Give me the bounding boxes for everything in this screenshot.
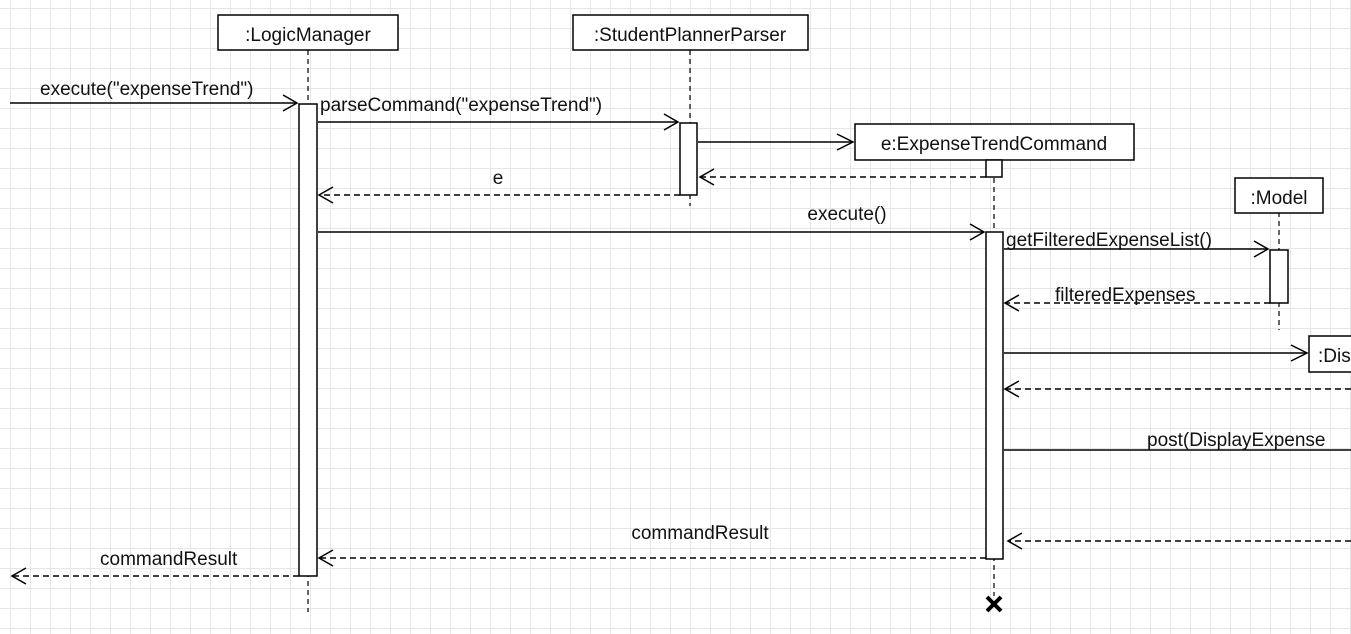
message-command-result-inner: commandResult	[317, 523, 986, 567]
message-return-e-label: e	[493, 168, 504, 189]
participant-logic-manager[interactable]: :LogicManager	[217, 14, 399, 51]
participant-model[interactable]: :Model	[1234, 177, 1324, 214]
message-create-command	[698, 133, 855, 151]
participant-display-event[interactable]: :Dis	[1308, 335, 1351, 373]
participant-model-label: :Model	[1250, 188, 1307, 209]
return-create-command	[698, 168, 986, 186]
message-post-label: post(DisplayExpense	[1147, 430, 1325, 451]
participant-logic-manager-label: :LogicManager	[245, 25, 371, 46]
participant-parser-label: :StudentPlannerParser	[594, 25, 787, 46]
message-execute: execute()	[318, 204, 986, 241]
return-post	[1006, 532, 1351, 550]
activation-logic-manager	[298, 103, 318, 577]
message-execute-trend: execute("expenseTrend")	[10, 79, 299, 112]
activation-model	[1269, 249, 1289, 304]
activation-command-execute	[985, 231, 1004, 560]
message-command-result-outer-label: commandResult	[100, 549, 238, 570]
message-command-result-outer: commandResult	[10, 549, 299, 585]
message-parse-command: parseCommand("expenseTrend")	[318, 95, 680, 131]
message-parse-command-label: parseCommand("expenseTrend")	[320, 95, 602, 116]
message-filtered-expenses: filteredExpenses	[1003, 285, 1270, 312]
message-get-filtered: getFilteredExpenseList()	[1004, 230, 1270, 258]
message-get-filtered-label: getFilteredExpenseList()	[1006, 230, 1212, 251]
message-execute-label: execute()	[807, 204, 886, 225]
participant-command-label: e:ExpenseTrendCommand	[881, 134, 1107, 155]
message-filtered-expenses-label: filteredExpenses	[1055, 285, 1195, 306]
return-display-event	[1003, 380, 1351, 398]
destroy-icon	[985, 595, 1003, 613]
message-return-e: e	[317, 168, 680, 204]
participant-command[interactable]: e:ExpenseTrendCommand	[854, 123, 1135, 161]
activation-parser	[679, 122, 698, 196]
message-execute-trend-label: execute("expenseTrend")	[40, 79, 253, 100]
activation-command-create	[985, 159, 1003, 178]
participant-display-event-label: :Dis	[1318, 346, 1351, 367]
participant-parser[interactable]: :StudentPlannerParser	[572, 14, 809, 51]
message-post: post(DisplayExpense	[1004, 430, 1351, 451]
message-command-result-inner-label: commandResult	[631, 523, 769, 544]
message-create-display-event	[1004, 344, 1309, 362]
